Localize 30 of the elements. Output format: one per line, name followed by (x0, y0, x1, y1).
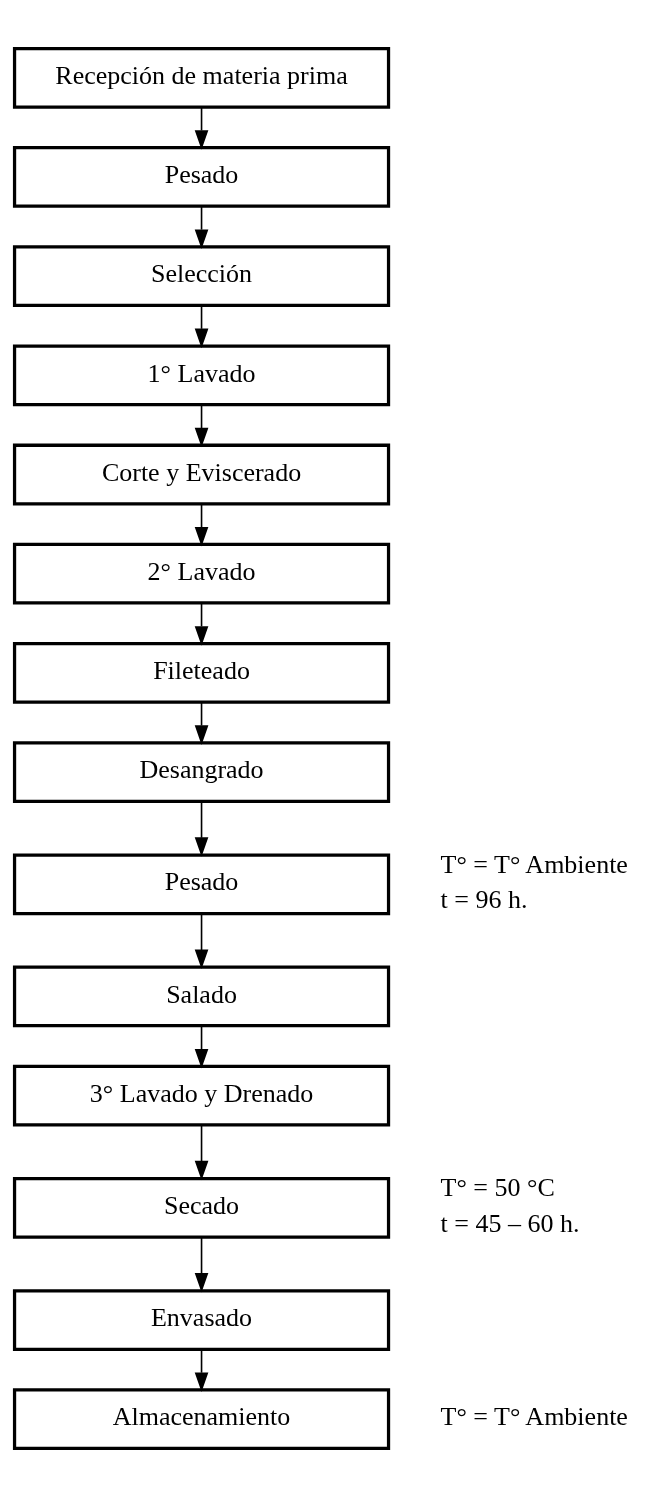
node-box: Pesado (12, 146, 391, 208)
arrow (194, 913, 209, 969)
node-box: Pesado (12, 853, 391, 916)
node-box: Secado (12, 1176, 391, 1239)
arrow (194, 106, 209, 150)
node-box: Envasado (12, 1289, 391, 1351)
node-box: Corte y Eviscerado (12, 443, 391, 506)
node-box: 1° Lavado (12, 344, 391, 407)
node-box: 2° Lavado (12, 542, 391, 605)
node-box: 3° Lavado y Drenado (12, 1064, 391, 1127)
node-label: t = 45 – 60 h. (440, 1208, 580, 1238)
arrow (194, 602, 209, 646)
arrow (194, 503, 209, 547)
node-box: Salado (12, 965, 391, 1028)
node-box: Selección (12, 245, 391, 308)
arrow (194, 304, 209, 349)
node-label: T° = T° Ambiente (440, 1402, 628, 1432)
arrow (194, 205, 209, 249)
node-box: Desangrado (12, 741, 391, 803)
node-box: Fileteado (12, 642, 391, 704)
arrow (194, 1348, 209, 1393)
node-label: t = 96 h. (440, 885, 528, 915)
node-box: Almacenamiento (12, 1388, 391, 1451)
arrow (194, 800, 209, 857)
node-box: Recepción de materia prima (12, 46, 391, 109)
arrow (194, 701, 209, 745)
arrow (194, 1236, 209, 1293)
node-label: T° = 50 °C (440, 1173, 555, 1203)
node-label: T° = T° Ambiente (440, 849, 628, 879)
arrow (194, 1025, 209, 1069)
